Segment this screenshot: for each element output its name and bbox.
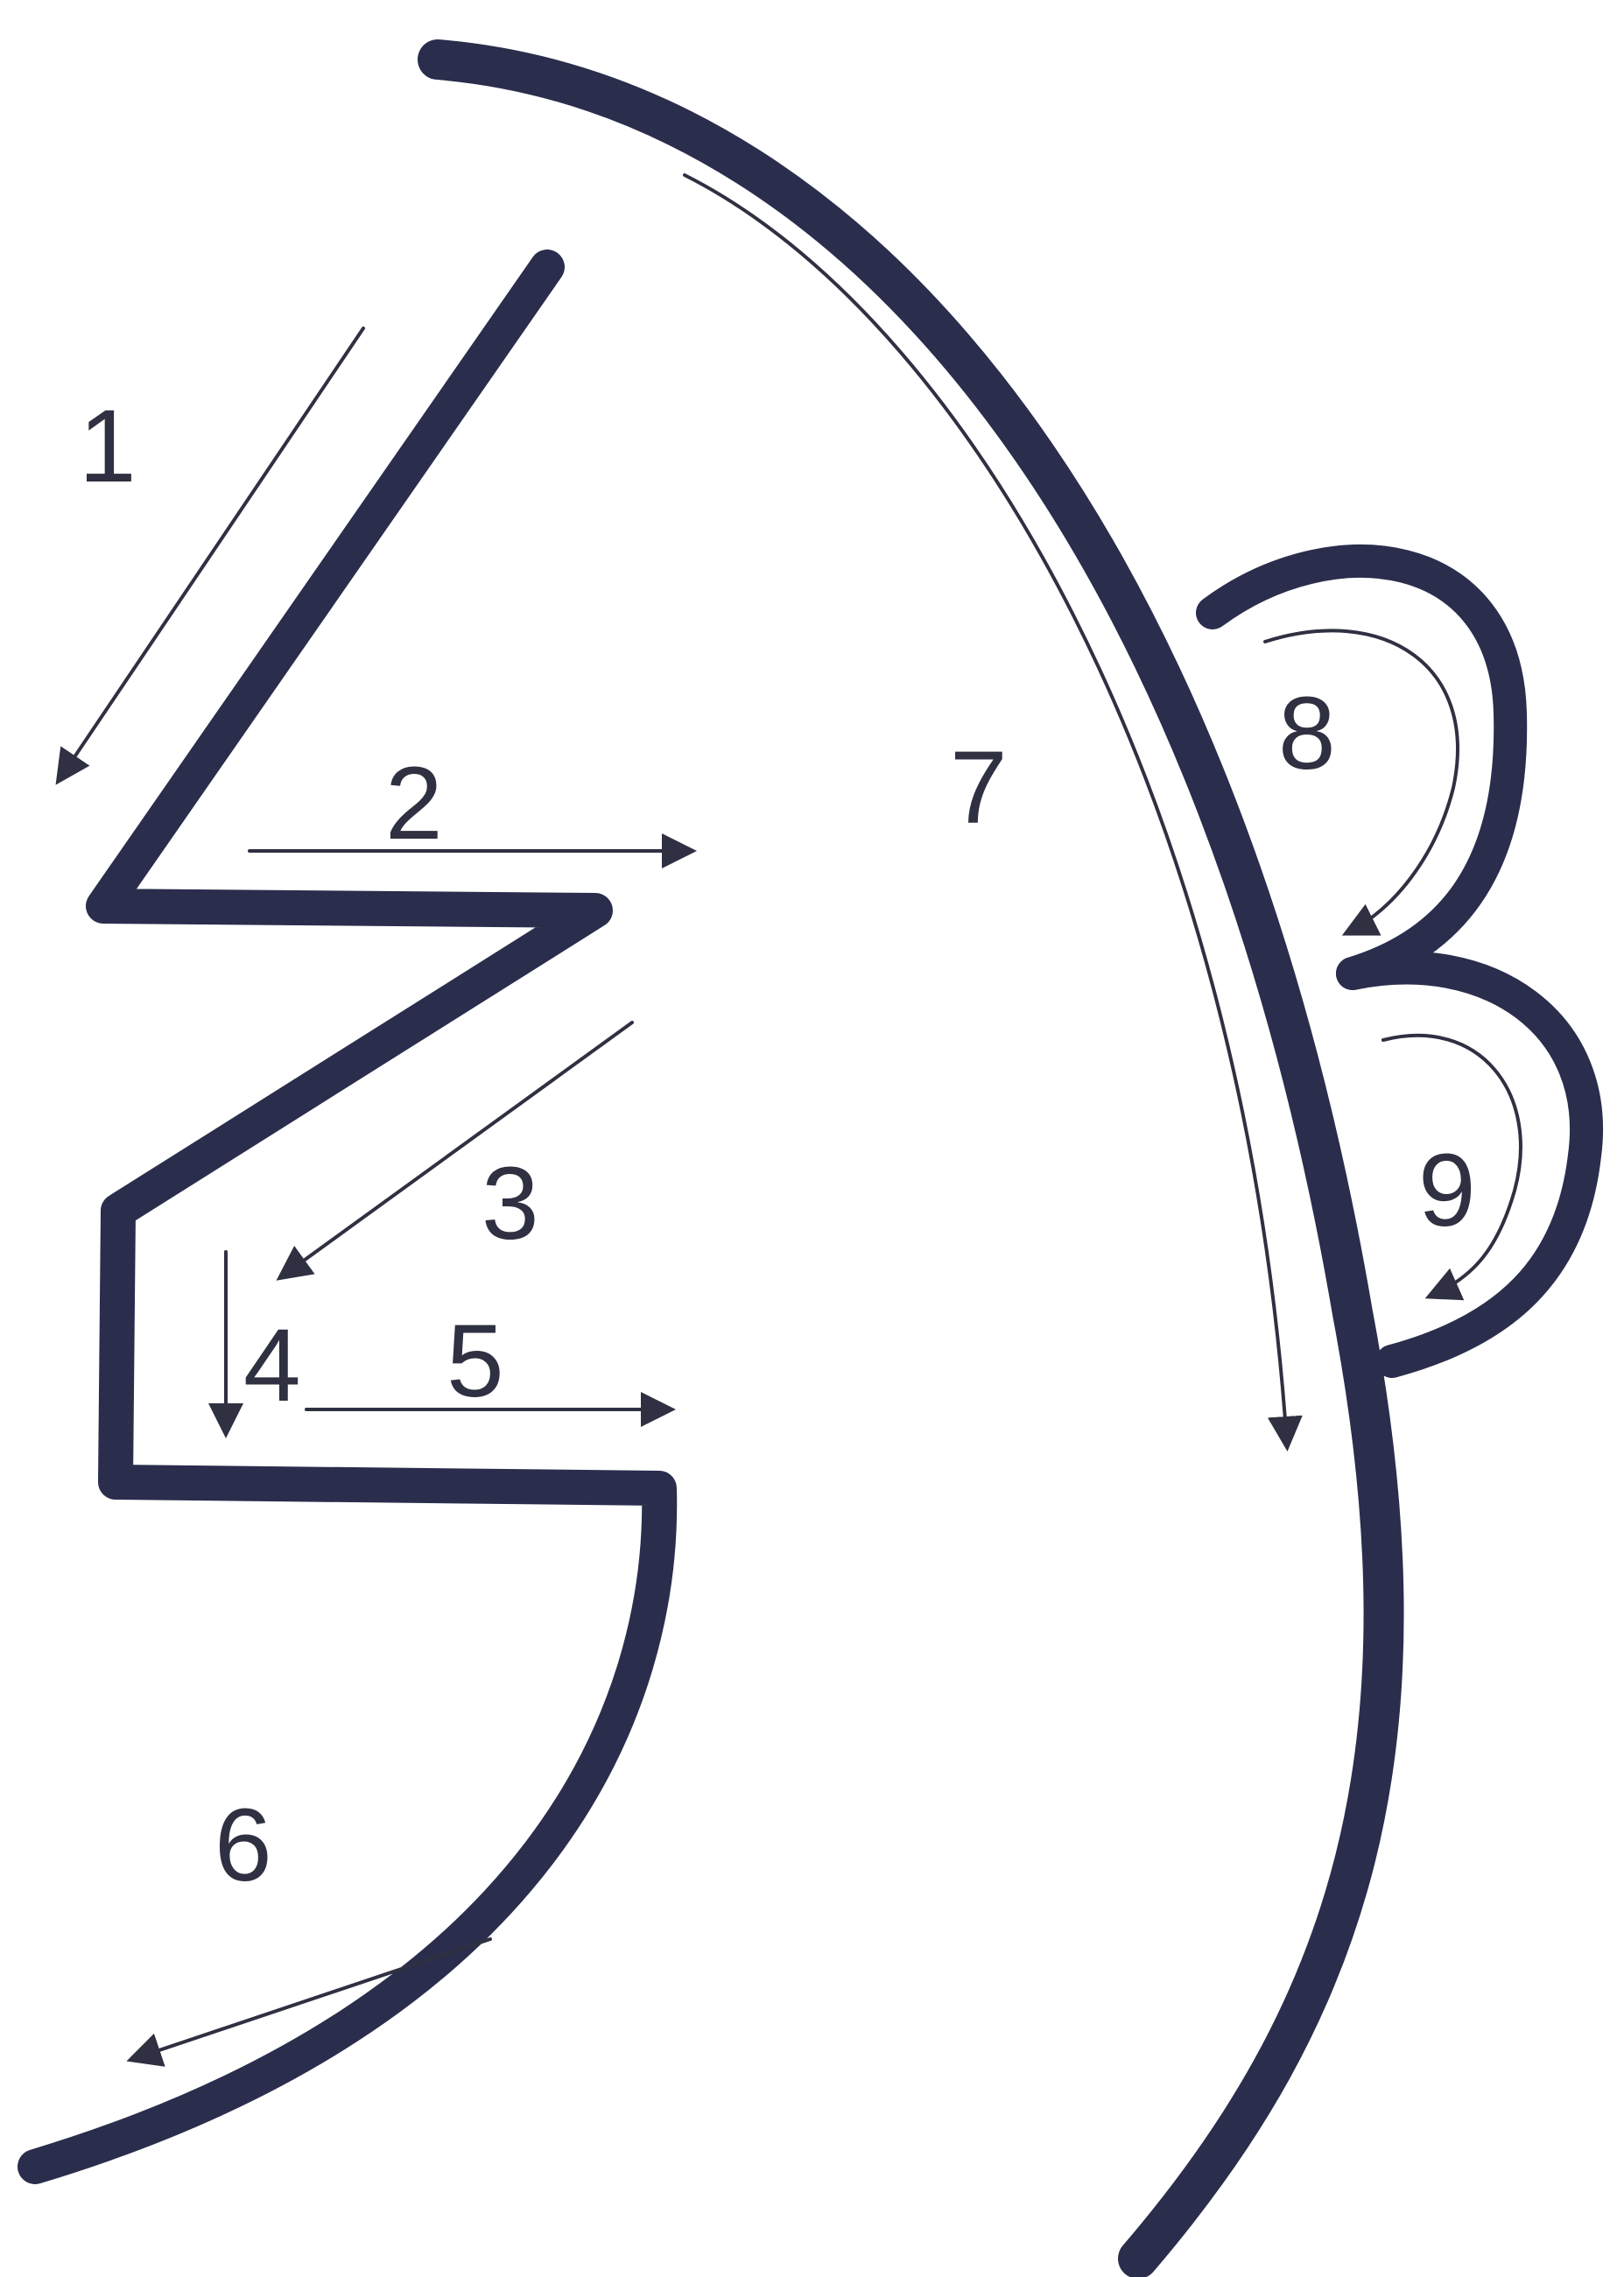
outline-group xyxy=(35,60,1586,2259)
step-label-2: 2 xyxy=(385,746,443,861)
step-label-1: 1 xyxy=(79,389,137,504)
step-label-3: 3 xyxy=(482,1146,539,1261)
large-arc-outline xyxy=(438,60,1384,2259)
step-label-7: 7 xyxy=(950,730,1008,846)
step-label-5: 5 xyxy=(446,1304,504,1419)
step-label-9: 9 xyxy=(1418,1133,1476,1248)
step-label-8: 8 xyxy=(1278,676,1336,791)
step-label-4: 4 xyxy=(243,1308,301,1423)
left-zigzag-outline xyxy=(35,267,659,2167)
step-label-6: 6 xyxy=(214,1788,272,1903)
